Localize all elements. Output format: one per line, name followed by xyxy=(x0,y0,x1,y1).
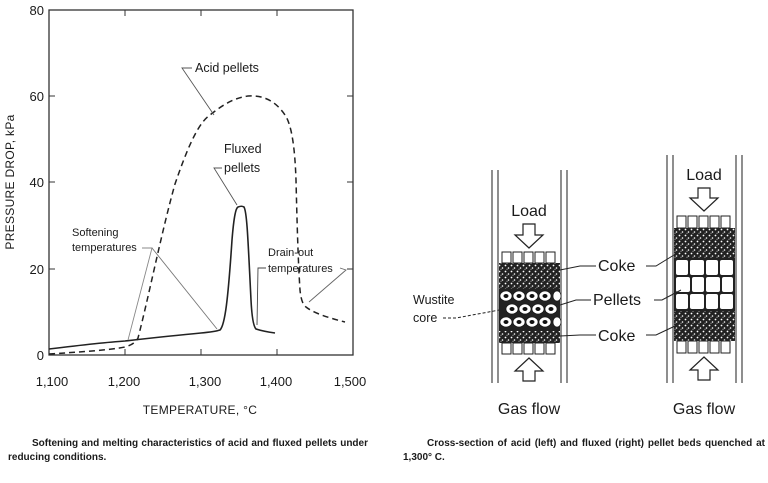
y-tick-label: 20 xyxy=(30,262,44,277)
gas-flow-label-left: Gas flow xyxy=(498,401,561,418)
load-arrow-left-icon xyxy=(513,223,545,249)
x-axis-label: TEMPERATURE, °C xyxy=(143,403,257,417)
coke-layer-bottom-right xyxy=(674,311,735,341)
chart-caption: Softening and melting characteristics of… xyxy=(8,438,368,463)
x-tick-label: 1,500 xyxy=(334,374,367,389)
coke-layer-top-left xyxy=(499,263,560,289)
annotation-drain-line1: Drain-out xyxy=(268,247,313,259)
fluxed-pellets-curve xyxy=(48,205,276,350)
acid-pellets-curve xyxy=(48,95,346,355)
fluxed-column-walls xyxy=(666,155,743,383)
x-tick-marks xyxy=(124,10,278,355)
acid-column-walls xyxy=(491,170,568,383)
drain-leader-1 xyxy=(256,267,266,326)
y-tick-marks xyxy=(49,95,353,270)
annotation-acid-pellets: Acid pellets xyxy=(195,61,259,75)
gas-arrow-left-icon xyxy=(513,357,545,382)
x-tick-label: 1,400 xyxy=(260,374,293,389)
bottom-plate-left xyxy=(501,342,556,355)
y-tick-label: 0 xyxy=(37,348,44,363)
y-tick-label: 40 xyxy=(30,175,44,190)
annotation-fluxed-line1: Fluxed xyxy=(224,142,262,156)
fluxed-pellets-fused xyxy=(676,260,733,309)
annotation-softening-line2: temperatures xyxy=(72,242,137,254)
coke-label-bottom: Coke xyxy=(598,328,635,345)
x-tick-label: 1,200 xyxy=(108,374,141,389)
x-tick-label: 1,100 xyxy=(36,374,69,389)
annotation-drain-line2: temperatures xyxy=(268,263,333,275)
label-leaders xyxy=(559,254,682,337)
bottom-plate-right xyxy=(676,340,731,354)
x-tick-label: 1,300 xyxy=(189,374,222,389)
top-plate-right xyxy=(676,215,731,229)
diagram-caption: Cross-section of acid (left) and fluxed … xyxy=(403,438,765,463)
acid-pellets-leader xyxy=(181,67,215,116)
fluxed-pellets-leader xyxy=(213,167,238,206)
load-label-right: Load xyxy=(686,167,722,184)
y-axis-label: PRESSURE DROP, kPa xyxy=(3,114,17,249)
pressure-drop-chart: 80 60 40 20 0 1,100 1,200 1,300 1,400 1,… xyxy=(3,3,366,417)
load-arrow-right-icon xyxy=(688,187,720,212)
wustite-label-line1: Wustite xyxy=(413,293,454,307)
gas-arrow-right-icon xyxy=(688,356,720,381)
annotation-softening-line1: Softening xyxy=(72,227,118,239)
y-tick-label: 60 xyxy=(30,89,44,104)
wustite-label-line2: core xyxy=(413,311,437,325)
top-plate-left xyxy=(501,251,556,264)
wustite-cores xyxy=(503,294,554,324)
coke-layer-bottom-left xyxy=(499,331,560,343)
wustite-leader xyxy=(443,308,506,319)
softening-leader-1 xyxy=(127,247,153,341)
gas-flow-label-right: Gas flow xyxy=(673,401,736,418)
pellet-bed-diagram: Load Gas flow Load xyxy=(413,155,743,418)
y-tick-label: 80 xyxy=(30,3,44,18)
annotation-fluxed-line2: pellets xyxy=(224,161,260,175)
pellets-label: Pellets xyxy=(593,292,641,309)
coke-layer-top-right xyxy=(674,228,735,258)
coke-label-top: Coke xyxy=(598,258,635,275)
load-label-left: Load xyxy=(511,203,547,220)
softening-leader-2 xyxy=(151,247,218,330)
drain-leader-2 xyxy=(308,267,347,303)
